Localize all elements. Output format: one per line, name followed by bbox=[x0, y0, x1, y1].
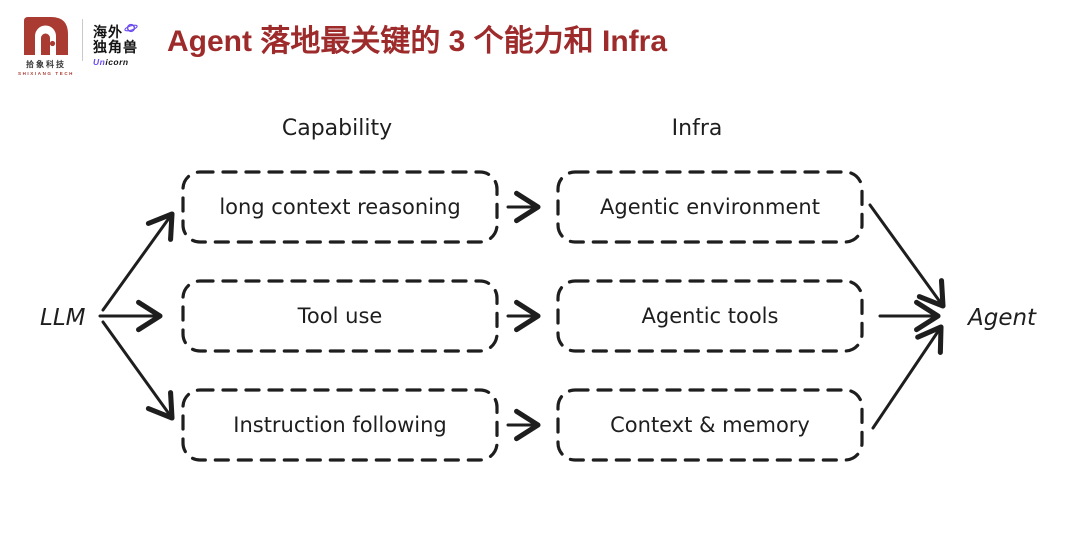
infra-box-2 bbox=[556, 279, 864, 353]
infra-label-3: Context & memory bbox=[610, 413, 810, 437]
unicorn-logo-caption: Unicorn bbox=[93, 57, 129, 67]
column-header-infra: Infra bbox=[672, 116, 723, 141]
column-header-capability: Capability bbox=[282, 116, 392, 141]
capability-label-2: Tool use bbox=[297, 304, 383, 328]
shixiang-logo-icon bbox=[24, 17, 68, 55]
infra-label-2: Agentic tools bbox=[642, 304, 779, 328]
agent-node-label: Agent bbox=[966, 305, 1037, 331]
logo-divider bbox=[82, 19, 83, 61]
arrow-llm-to-capability-3 bbox=[101, 320, 175, 421]
unicorn-logo: 海外 独角兽 Unicorn bbox=[93, 23, 151, 67]
header: 拾象科技 SHIXIANG TECH 海外 独角兽 Unicorn Agent … bbox=[18, 16, 667, 76]
arrow-infra-3-to-agent bbox=[871, 324, 944, 430]
infra-box-1 bbox=[556, 170, 864, 244]
page-title: Agent 落地最关键的 3 个能力和 Infra bbox=[167, 25, 668, 58]
unicorn-logo-line2: 独角兽 bbox=[93, 40, 138, 55]
infra-label-1: Agentic environment bbox=[600, 195, 820, 219]
unicorn-logo-line1: 海外 bbox=[93, 23, 138, 40]
shixiang-logo-name-cn: 拾象科技 bbox=[26, 60, 66, 69]
arrow-infra-1-to-agent bbox=[868, 203, 946, 309]
capability-box-2 bbox=[181, 279, 499, 353]
unicorn-caption-rest: icorn bbox=[105, 57, 129, 67]
planet-icon bbox=[124, 23, 138, 33]
unicorn-logo-cn1: 海外 bbox=[93, 24, 123, 40]
shixiang-logo: 拾象科技 SHIXIANG TECH bbox=[18, 16, 74, 76]
unicorn-logo-cn2: 独角兽 bbox=[93, 39, 138, 55]
capability-label-1: long context reasoning bbox=[219, 195, 460, 219]
shixiang-logo-name-en: SHIXIANG TECH bbox=[17, 71, 75, 76]
capability-box-1 bbox=[181, 170, 499, 244]
capability-box-3 bbox=[181, 388, 499, 462]
infra-box-3 bbox=[556, 388, 864, 462]
arrow-llm-to-capability-1 bbox=[101, 211, 175, 312]
capability-label-3: Instruction following bbox=[233, 413, 446, 437]
unicorn-caption-prefix: Un bbox=[93, 57, 106, 67]
llm-node-label: LLM bbox=[40, 305, 86, 331]
